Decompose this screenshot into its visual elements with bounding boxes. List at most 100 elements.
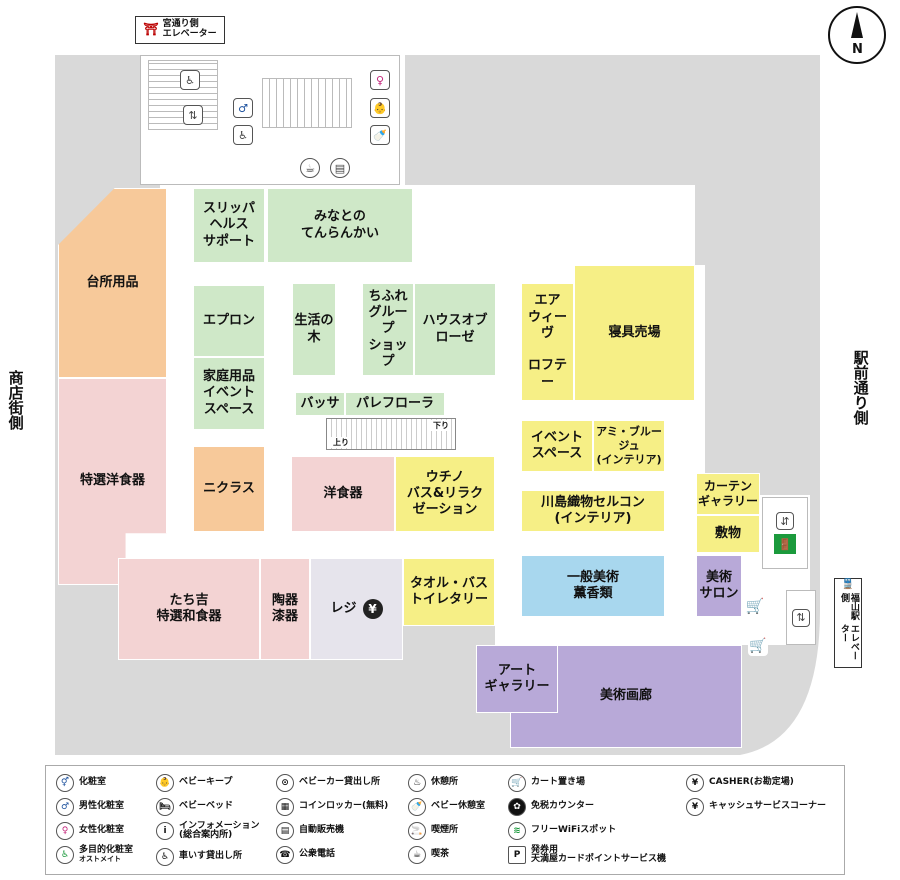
top-elevator-sign: ⛩ 宮通り側 エレベーター: [135, 16, 225, 44]
right-elevator-sign: 🚆 福山駅側 エレベーター: [834, 578, 862, 668]
shop-yoshokki[interactable]: 洋食器: [291, 456, 395, 532]
train-icon: 🚆: [841, 579, 855, 590]
legend-coin-locker: ▦コインロッカー(無料): [276, 798, 388, 816]
shop-katei[interactable]: 家庭用品 イベント スペース: [193, 357, 265, 430]
shop-airweave-roftei[interactable]: エア ウィーヴ ロフテー: [521, 283, 574, 401]
vending-machine-icon: ▤: [276, 822, 294, 840]
shop-toki-shikki[interactable]: 陶器 漆器: [260, 558, 310, 660]
emergency-exit-icon: 🚪: [774, 534, 796, 554]
legend: ⚥化粧室 ♂男性化粧室 ♀女性化粧室 ♿多目的化粧室オストメイト 👶ベビーキープ…: [45, 765, 845, 875]
shop-nicras[interactable]: ニクラス: [193, 446, 265, 532]
shop-house-of-rose[interactable]: ハウスオブ ローゼ: [414, 283, 496, 376]
north-compass: N: [828, 6, 886, 64]
cart-icon: 🛒: [745, 596, 765, 616]
shop-minato[interactable]: みなとの てんらんかい: [267, 188, 413, 263]
information-icon: i: [156, 822, 174, 841]
stroller-icon: ⊙: [276, 774, 294, 792]
shop-curtain-gallery[interactable]: カーテン ギャラリー: [696, 473, 760, 515]
shop-event-space-right[interactable]: イベント スペース: [521, 420, 593, 472]
legend-tax-free: ✿免税カウンター: [508, 798, 594, 816]
legend-restroom: ⚥化粧室: [56, 774, 106, 792]
legend-mens-restroom: ♂男性化粧室: [56, 798, 124, 816]
compass-needle-icon: [851, 12, 863, 38]
legend-womens-restroom: ♀女性化粧室: [56, 822, 124, 840]
legend-public-phone: ☎公衆電話: [276, 846, 335, 864]
shop-apron[interactable]: エプロン: [193, 285, 265, 357]
mens-restroom-icon: ♂: [56, 798, 74, 816]
shop-towel-bath[interactable]: タオル・バス トイレタリー: [403, 558, 495, 626]
shop-tachikichi[interactable]: たち吉 特選和食器: [118, 558, 260, 660]
shop-art-gallery[interactable]: アート ギャラリー: [476, 645, 558, 713]
legend-vending-machine: ▤自動販売機: [276, 822, 344, 840]
legend-casher: ¥CASHER(お勘定場): [686, 774, 794, 792]
tax-free-icon: ✿: [508, 798, 526, 816]
top-elevator-line2: エレベーター: [162, 29, 217, 39]
coin-locker-icon: ▦: [276, 798, 294, 816]
right-street-label: 駅前通り側: [851, 350, 870, 425]
cafe-icon: ☕: [408, 846, 426, 864]
torii-gate-icon: ⛩: [143, 22, 159, 37]
right-elevator[interactable]: ⇅: [786, 590, 816, 645]
rest-area-icon: ♨: [408, 774, 426, 792]
elevator-icon-top: ⇅: [183, 105, 203, 125]
shop-kawashima[interactable]: 川島織物セルコン (インテリア): [521, 490, 665, 532]
escalator[interactable]: 下り 上り: [326, 418, 456, 450]
baby-rest-room-icon: 🍼: [408, 798, 426, 816]
register-label: レジ: [330, 600, 357, 616]
baby-rest-icon: 🍼: [370, 125, 390, 145]
parking-ticket-icon: P: [508, 846, 526, 865]
legend-rest-area: ♨休憩所: [408, 774, 458, 792]
shop-ami-bruges[interactable]: アミ・ブルージュ (インテリア): [593, 420, 665, 472]
shop-ippan-bijutsu[interactable]: 一般美術 薫香類: [521, 555, 665, 617]
legend-multipurpose-restroom: ♿多目的化粧室オストメイト: [56, 845, 133, 865]
legend-wheelchair: ♿車いす貸出し所: [156, 848, 242, 866]
north-label: N: [852, 42, 863, 57]
legend-baby-bed: 🛏ベビーベッド: [156, 798, 233, 816]
shop-slipper[interactable]: スリッパ ヘルス サポート: [193, 188, 265, 263]
register[interactable]: レジ ¥: [310, 558, 403, 660]
baby-bed-icon: 👶: [370, 98, 390, 118]
right-elevator-line1: 福山駅側: [839, 593, 859, 620]
top-elevator-line1: 宮通り側: [162, 19, 199, 30]
shop-seikatsu[interactable]: 生活の木: [292, 283, 336, 376]
legend-baby-keep: 👶ベビーキープ: [156, 774, 232, 792]
public-phone-icon: ☎: [276, 846, 294, 864]
left-street-label: 商店街側: [6, 370, 25, 430]
elevator-icon-right: ⇅: [792, 608, 810, 627]
stairs-center[interactable]: [262, 78, 352, 128]
stroller-icon: 🛒: [748, 636, 768, 656]
multipurpose-restroom-icon: ♿: [56, 846, 74, 865]
shop-bassa[interactable]: バッサ: [295, 392, 345, 416]
wheelchair-restroom-icon: ♿: [233, 125, 253, 145]
shop-shingu[interactable]: 寝具売場: [574, 265, 695, 401]
cart-icon: 🛒: [508, 774, 526, 792]
right-elevator-line2: エレベーター: [839, 623, 859, 660]
legend-cart: 🛒カート置き場: [508, 774, 585, 792]
escalator-up-label: 上り: [331, 437, 351, 448]
shop-uchino[interactable]: ウチノ バス&リラク ゼーション: [395, 456, 495, 532]
yen-icon: ¥: [686, 774, 704, 792]
legend-baby-rest-room: 🍼ベビー休憩室: [408, 798, 485, 816]
yen-icon: ¥: [362, 599, 383, 619]
womens-restroom-icon: ♀: [56, 822, 74, 840]
restroom-icon: ⚥: [56, 774, 74, 792]
legend-stroller: ⊙ベビーカー貸出し所: [276, 774, 380, 792]
wheelchair-icon: ♿: [156, 848, 174, 866]
baby-bed-icon: 🛏: [156, 798, 174, 816]
rest-area-icon: ☕: [300, 158, 320, 178]
shop-bijutsu-salon[interactable]: 美術 サロン: [696, 555, 742, 617]
womens-restroom-icon: ♀: [370, 70, 390, 90]
shop-chifure[interactable]: ちふれ グループ ショップ: [362, 283, 414, 376]
legend-cafe: ☕喫茶: [408, 846, 449, 864]
legend-wifi: ≋フリーWiFiスポット: [508, 822, 616, 840]
shop-parefura[interactable]: パレフローラ: [345, 392, 445, 416]
stairs-right[interactable]: ⇵ 🚪: [762, 497, 808, 569]
legend-cash-service: ¥キャッシュサービスコーナー: [686, 798, 826, 816]
baby-keep-icon: ♿: [180, 70, 200, 90]
wifi-icon: ≋: [508, 822, 526, 840]
shop-shikimono[interactable]: 敷物: [696, 515, 760, 553]
stairs-icon: ⇵: [776, 512, 794, 530]
mens-restroom-icon: ♂: [233, 98, 253, 118]
